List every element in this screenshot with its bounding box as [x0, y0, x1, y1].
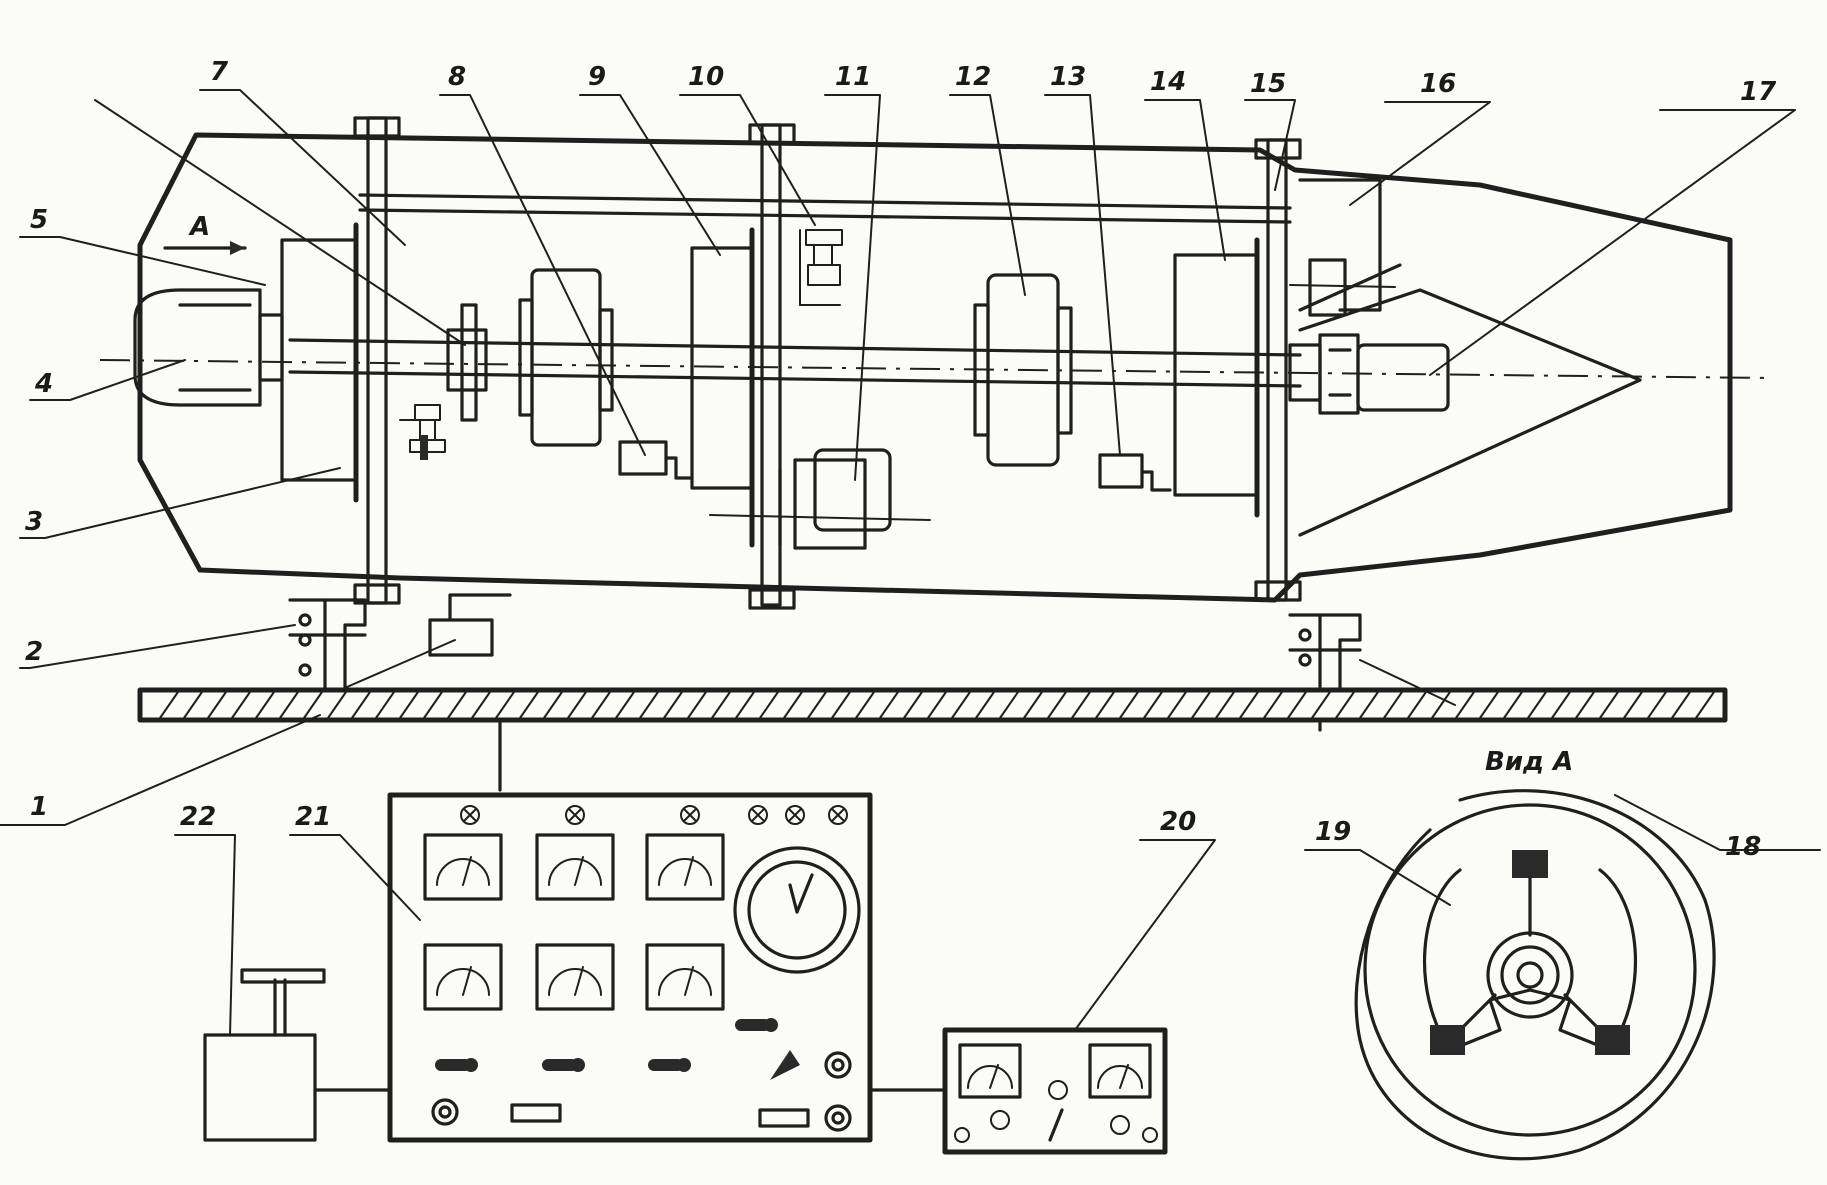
base-plate	[137, 687, 1728, 792]
drive-block	[280, 238, 358, 482]
plunger-box-22	[203, 968, 392, 1142]
center-axis	[99, 359, 1771, 379]
label-17: 17	[1740, 77, 1777, 107]
panel-toggle	[542, 1058, 585, 1072]
motor-11	[709, 448, 931, 550]
panel-toggle	[735, 1018, 778, 1032]
load-sensor	[428, 593, 512, 657]
label-19: 19	[1315, 817, 1351, 847]
label-4: 4	[34, 369, 53, 399]
panel-lamp	[748, 805, 768, 825]
label-9: 9	[588, 62, 606, 92]
label-13: 13	[1050, 62, 1086, 92]
panel-gauge	[423, 833, 503, 901]
label-18: 18	[1725, 832, 1761, 862]
bracket-16	[1289, 178, 1396, 317]
view-a-title: Вид А	[1485, 747, 1573, 777]
label-22: 22	[180, 802, 216, 832]
label-8: 8	[448, 62, 466, 92]
block-14	[1173, 253, 1259, 497]
rotor-disc-8	[518, 268, 614, 447]
rear-unit-17	[1288, 333, 1450, 415]
meter-panel-20	[942, 1027, 1168, 1155]
bulkhead-front	[353, 116, 401, 605]
sensor-3	[399, 404, 446, 460]
panel-lamp	[565, 805, 585, 825]
label-15: 15	[1250, 69, 1286, 99]
label-20: 20	[1160, 807, 1196, 837]
panel-gauge	[645, 943, 725, 1011]
disc-12	[973, 273, 1073, 467]
label-2: 2	[25, 637, 43, 667]
electric-motor	[133, 288, 284, 407]
label-10: 10	[688, 62, 724, 92]
panel-lamp	[785, 805, 805, 825]
panel-toggle	[435, 1058, 478, 1072]
label-11: 11	[835, 62, 871, 92]
view-arrow-letter: А	[188, 212, 210, 242]
label-5: 5	[30, 205, 48, 235]
panel-gauge	[645, 833, 725, 901]
label-3: 3	[25, 507, 43, 537]
nozzle-cone	[1298, 263, 1642, 537]
label-7: 7	[210, 57, 229, 87]
panel-gauge	[423, 943, 503, 1011]
label-16: 16	[1420, 69, 1456, 99]
view-arrow-a: А	[163, 212, 247, 255]
panel-gauge	[535, 943, 615, 1011]
sensor-13	[1098, 453, 1172, 492]
label-21: 21	[295, 802, 331, 832]
coupling-7	[446, 303, 488, 422]
label-14: 14	[1150, 67, 1186, 97]
panel-dial	[733, 846, 861, 974]
sensor-8-box	[618, 440, 694, 480]
panel-lamp	[460, 805, 480, 825]
label-1: 1	[30, 792, 48, 822]
control-panel	[387, 792, 873, 1143]
view-a-drawing	[1354, 789, 1716, 1161]
panel-lamp	[680, 805, 700, 825]
main-shaft	[288, 338, 1302, 388]
panel-gauge	[535, 833, 615, 901]
panel-bottom-controls	[431, 1050, 852, 1132]
support-front	[288, 598, 367, 712]
block-9	[690, 246, 754, 490]
panel-lamp	[828, 805, 848, 825]
label-12: 12	[955, 62, 991, 92]
sensor-10	[799, 229, 843, 306]
housing-outline	[137, 132, 1733, 603]
leader-lines	[0, 89, 1821, 1036]
panel-toggle	[648, 1058, 691, 1072]
